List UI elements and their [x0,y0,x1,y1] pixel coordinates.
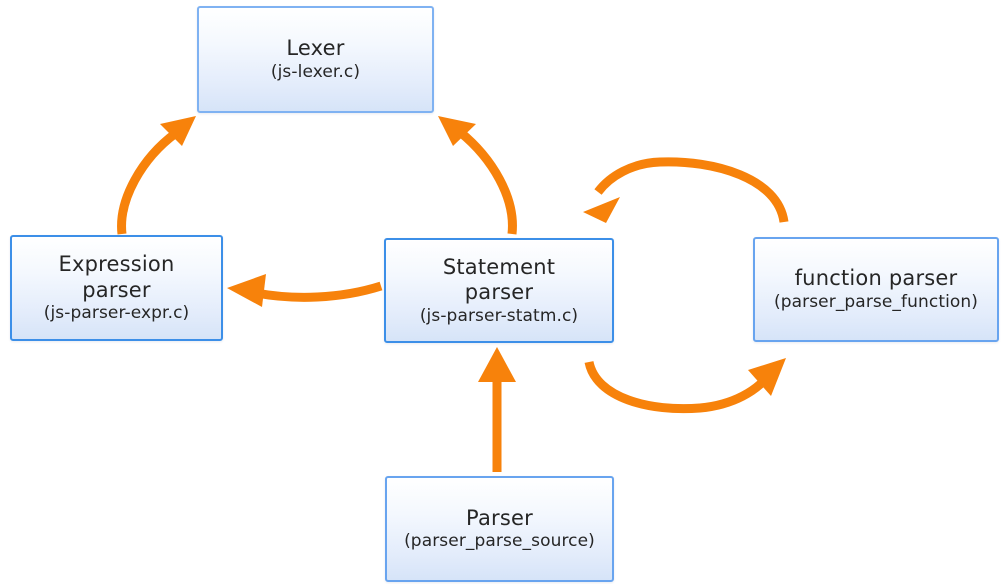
arrow-statement-parser-to-lexer [438,116,517,235]
node-parser-subtitle: (parser_parse_source) [404,531,595,552]
node-lexer[interactable]: Lexer (js-lexer.c) [197,6,434,113]
arrow-statement-parser-to-function-parser [584,358,786,414]
arrow-parser-to-statement-parser [478,347,516,472]
node-lexer-subtitle: (js-lexer.c) [270,61,361,82]
node-parser-title: Parser [466,505,533,530]
node-function-parser-subtitle: (parser_parse_function) [773,291,979,312]
arrow-statement-parser-to-expression-parser [227,274,383,307]
node-function-parser-title: function parser [794,266,958,291]
node-statement-parser-title: Statement parser [442,254,556,305]
arrow-expression-parser-to-lexer [117,116,196,235]
node-expression-parser[interactable]: Expression parser (js-parser-expr.c) [10,235,223,341]
node-function-parser[interactable]: function parser (parser_parse_function) [753,237,999,342]
node-parser[interactable]: Parser (parser_parse_source) [385,476,614,582]
node-statement-parser-subtitle: (js-parser-statm.c) [419,305,579,326]
arrow-function-parser-to-statement-parser [583,157,789,223]
node-lexer-title: Lexer [286,36,345,61]
node-expression-parser-title: Expression parser [58,252,175,302]
node-expression-parser-subtitle: (js-parser-expr.c) [43,303,190,324]
node-statement-parser[interactable]: Statement parser (js-parser-statm.c) [384,238,614,343]
